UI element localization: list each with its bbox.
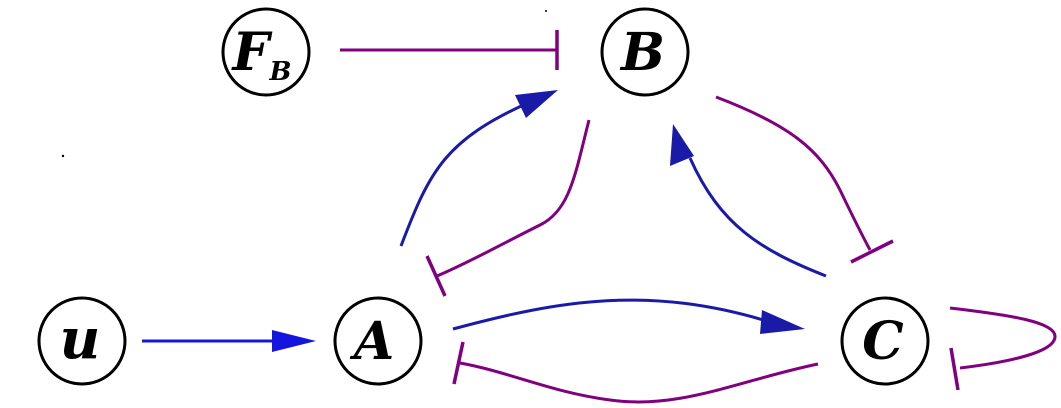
edge-c-activates-b [670, 124, 827, 278]
inhibition-bar [452, 341, 465, 385]
edge-c-inhibits-a [452, 341, 819, 404]
node-label: B [619, 22, 665, 83]
nodes: FB B u A C [37, 7, 930, 386]
node-label: A [349, 311, 394, 372]
arrowhead [760, 310, 805, 334]
node-circle [840, 296, 930, 386]
inhibition-bar [850, 239, 894, 264]
node-circle [600, 7, 690, 97]
edge-line [715, 95, 872, 251]
node-label-subscript: B [268, 57, 291, 87]
inhibition-bar [425, 255, 447, 297]
arrowhead [515, 90, 558, 118]
node-label: C [862, 311, 903, 372]
node-label: u [60, 306, 101, 372]
edge-line [436, 119, 591, 278]
node-label-main: F [231, 22, 273, 83]
artifacts [61, 10, 547, 158]
node-circle [37, 296, 127, 386]
arrowhead [272, 330, 316, 352]
edge-b-inhibits-c [715, 95, 894, 264]
node-b: B [600, 7, 690, 97]
edge-b-inhibits-a [425, 119, 591, 297]
node-circle [333, 296, 423, 386]
edge-line [688, 157, 827, 278]
node-fb: FB [221, 7, 311, 97]
speck-dot [545, 10, 547, 12]
speck-dot [61, 154, 65, 158]
arrowhead [670, 124, 694, 166]
edge-line [459, 361, 819, 404]
edge-fb-inhibits-b [340, 30, 559, 70]
inhibition-bar [949, 347, 960, 391]
edge-a-activates-c [452, 298, 805, 334]
node-a: A [333, 296, 423, 386]
edge-line [452, 298, 771, 331]
edge-c-inhibits-c [949, 306, 1057, 391]
node-u: u [37, 296, 127, 386]
node-c: C [840, 296, 930, 386]
edge-a-activates-b [399, 90, 558, 247]
node-circle [221, 7, 311, 97]
edges [142, 30, 1057, 404]
edge-line [399, 100, 531, 247]
edge-u-activates-a [142, 330, 316, 352]
edge-line [949, 306, 1057, 370]
node-label: FB [231, 22, 292, 87]
